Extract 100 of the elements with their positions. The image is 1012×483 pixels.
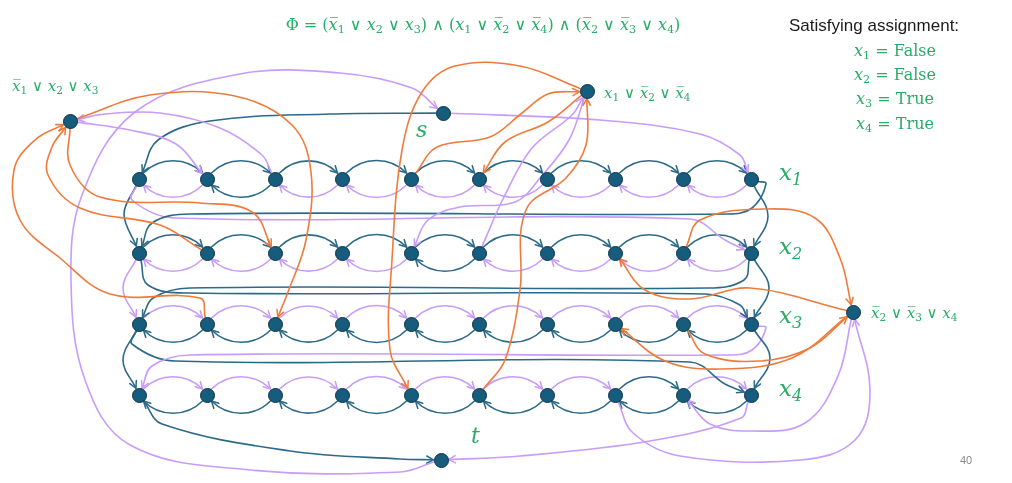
arrow (45, 126, 202, 250)
arrow (278, 160, 339, 174)
arrow (414, 184, 476, 199)
vertex-dot (471, 245, 487, 261)
arrow (550, 233, 612, 248)
arrow (686, 329, 748, 344)
assignment-heading: Satisfying assignment: (789, 16, 960, 36)
arrow (686, 400, 748, 415)
formula-title: Φ = (x̅$_{1}$ ∨ x$_{2}$ ∨ x$_{3}$) ∧ (x$_{1}$ ∨ x̅$_{2}$ ∨ x̅$_{4}$) ∧ (x̅$_{2}$ ∨ x̅$_{3}$ ∨ x$_{4}$) (285, 15, 681, 36)
arrow (482, 97, 592, 390)
arrow (414, 258, 476, 273)
vertex-dot (403, 171, 419, 187)
arrow (447, 401, 749, 464)
vertex-label: x̅$_{2}$ ∨ x̅$_{3}$ ∨ x$_{4}$ (871, 304, 958, 324)
arrow (142, 400, 204, 415)
vertex-dot (675, 387, 691, 403)
arrow (482, 258, 544, 273)
arrow (686, 304, 748, 319)
arrow (550, 400, 612, 415)
arrow (618, 375, 680, 390)
vertex-label: s (416, 118, 428, 143)
arrow (76, 121, 203, 175)
vertex-dot (131, 171, 147, 187)
variable-label: x$_{3}$ (779, 303, 803, 329)
arrow (482, 400, 544, 415)
arrow (345, 159, 408, 174)
arrow (617, 318, 871, 464)
arrow (278, 258, 339, 272)
vertex-dot (675, 171, 691, 187)
arrow (414, 233, 476, 248)
vertex-label: x̅$_{1}$ ∨ x$_{2}$ ∨ x$_{3}$ (12, 77, 99, 97)
arrow (140, 325, 767, 389)
arrow (482, 329, 544, 344)
arrow (482, 304, 544, 319)
arrow (686, 375, 748, 390)
vertex-dot (131, 245, 147, 261)
vertex-dot (131, 316, 147, 332)
arrow (482, 94, 582, 174)
arrow (142, 375, 204, 390)
vertex-dot (334, 171, 350, 187)
variable-label: x$_{4}$ (779, 376, 803, 402)
vertex-dot (471, 316, 487, 332)
arrow (210, 159, 272, 174)
arrow (278, 184, 339, 198)
arrow (210, 329, 272, 344)
vertex-dot (607, 316, 623, 332)
vertex-dot (539, 316, 555, 332)
vertex-dot (539, 387, 555, 403)
arrow (142, 184, 204, 199)
arrow (278, 234, 339, 248)
arrow (753, 258, 770, 319)
arrow (345, 329, 408, 344)
arrow (122, 330, 137, 389)
vertex-dot (334, 387, 350, 403)
assignment-line: x$_{2}$ = False (853, 65, 937, 86)
vertex-dot (334, 245, 350, 261)
vertex-dot (131, 387, 147, 403)
arrow (76, 111, 273, 174)
arrow (210, 400, 272, 415)
vertex-label: t (471, 424, 480, 449)
vertex-dot (435, 105, 451, 121)
arrow (618, 233, 680, 248)
vertex-dot (675, 316, 691, 332)
vertex-dot (62, 113, 78, 129)
vertex-dot (199, 387, 215, 403)
arrow (686, 258, 748, 273)
vertex-label: x$_{1}$ ∨ x̅$_{2}$ ∨ x̅$_{4}$ (604, 84, 691, 104)
arrow (142, 159, 204, 174)
arrow (618, 258, 847, 312)
arrow (142, 258, 204, 273)
arrow (686, 184, 748, 199)
arrow (142, 233, 204, 248)
arrow (618, 329, 680, 344)
arrow (345, 258, 408, 273)
arrow (414, 375, 476, 390)
arrow (550, 375, 612, 390)
arrow (753, 329, 771, 390)
arrow (482, 184, 544, 199)
arrow (686, 159, 748, 174)
arrow (687, 318, 853, 432)
arrow (482, 233, 544, 248)
arrow (550, 329, 612, 344)
arrow (70, 69, 438, 475)
vertex-dot (607, 245, 623, 261)
arrow (345, 184, 408, 199)
arrow (550, 304, 612, 319)
arrow (685, 208, 854, 306)
vertex-dot (539, 245, 555, 261)
arrow (550, 258, 612, 273)
vertex-dot (607, 171, 623, 187)
vertex-dot (845, 304, 861, 320)
arrow (278, 376, 339, 390)
arrow (11, 123, 206, 318)
variable-label: x$_{1}$ (779, 160, 803, 186)
arrow (414, 304, 476, 319)
arrow (129, 185, 746, 251)
arrow (140, 180, 767, 247)
arrow (618, 184, 680, 199)
vertex-dot (334, 316, 350, 332)
arrow (753, 185, 769, 247)
